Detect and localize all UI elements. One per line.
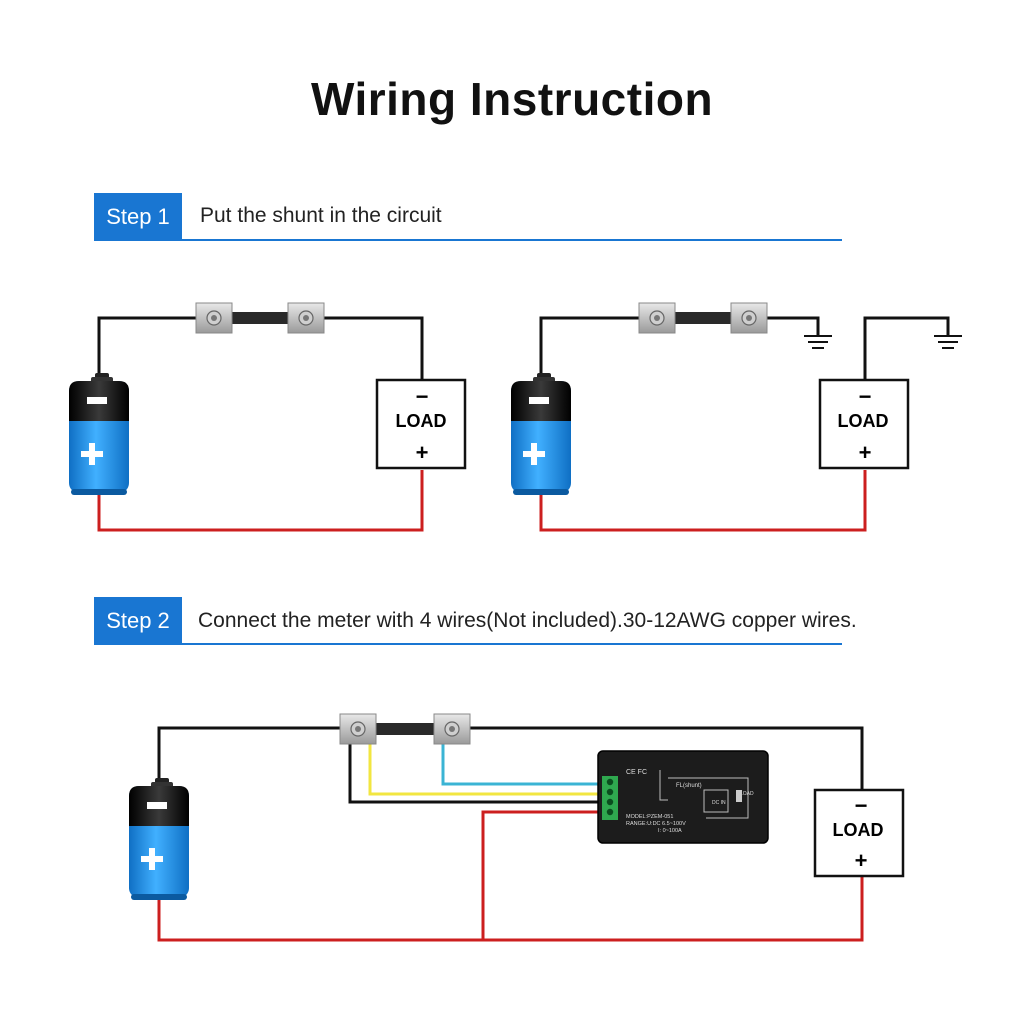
load-plus-label: + — [416, 440, 429, 465]
shunt — [638, 302, 768, 334]
ground-icon — [933, 335, 963, 349]
meter-load-label: LOAD — [740, 791, 754, 797]
load-plus-label: + — [855, 848, 868, 873]
shunt — [339, 713, 471, 745]
meter-dcin-label: DC IN — [712, 800, 726, 806]
step1-badge: Step 1 — [94, 193, 182, 241]
step1-text: Put the shunt in the circuit — [200, 204, 442, 227]
meter-shunt-label: FL(shunt) — [676, 783, 702, 789]
load-box: − LOAD + — [375, 378, 467, 470]
step1-circuit-left: − LOAD + — [69, 302, 467, 532]
load-plus-label: + — [859, 440, 872, 465]
meter-cert-label: CE FC — [626, 769, 647, 776]
shunt — [195, 302, 325, 334]
load-label: LOAD — [833, 820, 884, 840]
load-box: − LOAD + — [813, 788, 905, 878]
load-minus-label: − — [855, 793, 868, 818]
step2-circuit: CE FC FL(shunt) LOAD DC IN MODEL:PZEM-05… — [129, 713, 905, 942]
battery-icon — [69, 373, 129, 495]
load-label: LOAD — [838, 411, 889, 431]
meter-range-v-label: RANGE:U:DC 6.5~100V — [626, 821, 686, 827]
step1-circuit-right: − LOAD + — [511, 302, 963, 532]
load-minus-label: − — [859, 384, 872, 409]
page-title: Wiring Instruction — [310, 73, 714, 125]
power-meter-module: CE FC FL(shunt) LOAD DC IN MODEL:PZEM-05… — [597, 750, 769, 844]
meter-range-a-label: I: 0~100A — [658, 828, 682, 834]
battery-icon — [511, 373, 571, 495]
load-minus-label: − — [416, 384, 429, 409]
step2-rule — [94, 643, 842, 645]
meter-model-label: MODEL:PZEM-051 — [626, 814, 673, 820]
step2-text: Connect the meter with 4 wires(Not inclu… — [198, 609, 857, 632]
battery-icon — [129, 778, 189, 900]
load-box: − LOAD + — [818, 378, 910, 470]
step1-rule — [94, 239, 842, 241]
load-label: LOAD — [396, 411, 447, 431]
step2-badge: Step 2 — [94, 597, 182, 645]
ground-icon — [803, 335, 833, 349]
